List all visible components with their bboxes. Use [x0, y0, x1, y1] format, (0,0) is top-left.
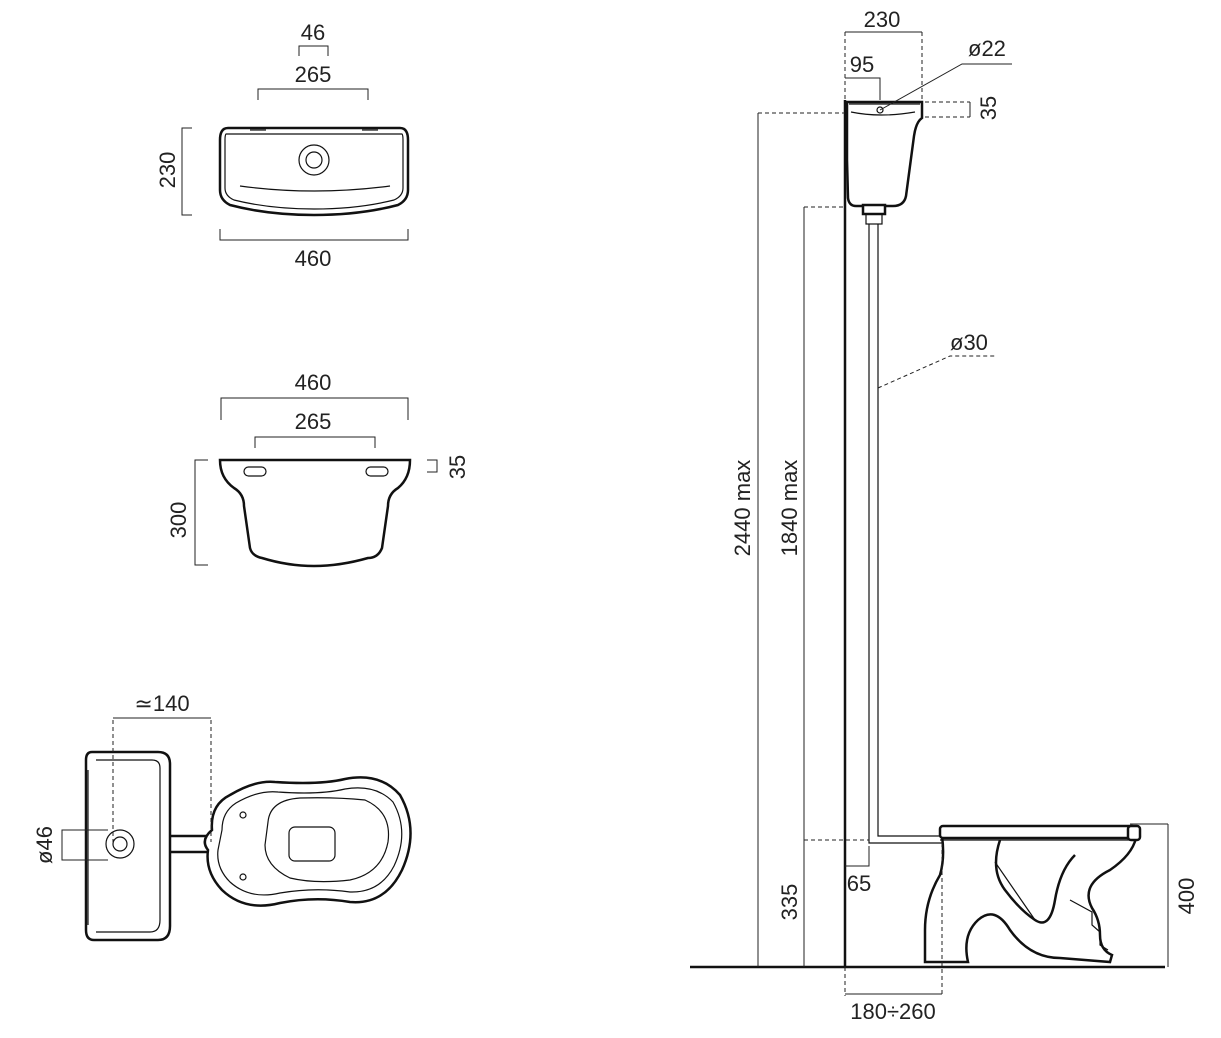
plan-view: ≃140 ø46: [32, 691, 412, 942]
dim-label-140: ≃140: [134, 691, 189, 716]
dim-label-95: 95: [850, 52, 874, 77]
dim-line-265-top: [257, 88, 369, 100]
plan-pan-outline: [203, 776, 412, 907]
dim-label-460-back: 460: [295, 370, 332, 395]
back-hole-left: [243, 466, 267, 477]
dim-label-180: 180÷260: [850, 999, 936, 1024]
dim-line-300-back: [194, 459, 208, 566]
dim-label-35-side: 35: [976, 96, 1001, 120]
plan-cistern-inner: [96, 759, 161, 933]
plan-pan-outlet: [288, 826, 336, 862]
plan-pan-bolt-bottom: [239, 873, 247, 881]
side-inlet-hole: [876, 106, 884, 114]
dim-line-35-back: [427, 459, 438, 473]
side-pan-seat-front: [1126, 824, 1142, 842]
dim-label-265-top: 265: [295, 62, 332, 87]
plan-cistern-hole-inner: [112, 836, 128, 852]
dim-label-2440: 2440 max: [730, 460, 755, 557]
plan-pan-bolt-top: [239, 811, 247, 819]
dim-label-400: 400: [1174, 878, 1199, 915]
cistern-back-view: 460 265 35 300: [166, 370, 470, 568]
dim-label-1840: 1840 max: [777, 460, 802, 557]
dim-line-95: [845, 77, 881, 100]
dim-line-460-back: [220, 397, 409, 420]
dim-label-30: ø30: [950, 330, 988, 355]
side-pan-inner-line: [994, 861, 1036, 921]
cistern-top-view: 46 265 230 460: [155, 20, 410, 271]
side-cistern-body: [845, 100, 924, 208]
plan-cistern-outline: [84, 750, 172, 942]
dim-label-265-back: 265: [295, 409, 332, 434]
side-cistern-inner: [850, 111, 916, 116]
dim-label-65: 65: [847, 871, 871, 896]
dim-line-46-plan: [61, 829, 108, 861]
plan-pan-rim: [217, 787, 403, 896]
side-outlet-fitting: [865, 213, 883, 225]
cistern-back-outline: [218, 458, 412, 568]
cistern-top-hole-outer: [298, 144, 330, 176]
dim-line-460-top: [219, 229, 409, 241]
dim-label-46-plan: ø46: [32, 826, 57, 864]
cistern-top-rim: [224, 133, 404, 210]
dim-line-230-top: [181, 127, 192, 216]
dim-label-230-top: 230: [155, 152, 180, 189]
side-elevation: 230 95 ø22 35 ø30 2440 max 1840 max 335 …: [690, 7, 1199, 1024]
back-hole-right: [365, 466, 389, 477]
plan-pan-bowl: [264, 797, 390, 883]
dim-line-265-back: [254, 436, 376, 448]
cistern-top-inner-bowl: [239, 185, 391, 192]
dim-label-46: 46: [301, 20, 325, 45]
dim-label-335: 335: [777, 884, 802, 921]
side-pan-base-steps: [1069, 899, 1109, 951]
dim-leader-22: [879, 63, 1012, 111]
flush-pipe-bend-outer: [868, 838, 942, 844]
flush-pipe-bend-inner: [877, 830, 942, 837]
dim-label-300-back: 300: [166, 502, 191, 539]
side-pan-seat: [938, 824, 1137, 840]
cistern-top-outline: [218, 126, 410, 217]
dim-label-230-side: 230: [864, 7, 901, 32]
side-pan-body: [923, 835, 1138, 964]
cistern-top-hole-inner: [305, 151, 323, 169]
plan-cistern-hole-outer: [105, 829, 135, 859]
dim-line-65: [845, 846, 870, 867]
side-outlet-nut: [861, 203, 887, 216]
dim-line-46: [298, 45, 329, 56]
dim-label-460-top: 460: [295, 246, 332, 271]
dim-leader-30: [877, 355, 995, 389]
dim-label-35-back: 35: [445, 455, 470, 479]
dim-label-22: ø22: [968, 36, 1006, 61]
